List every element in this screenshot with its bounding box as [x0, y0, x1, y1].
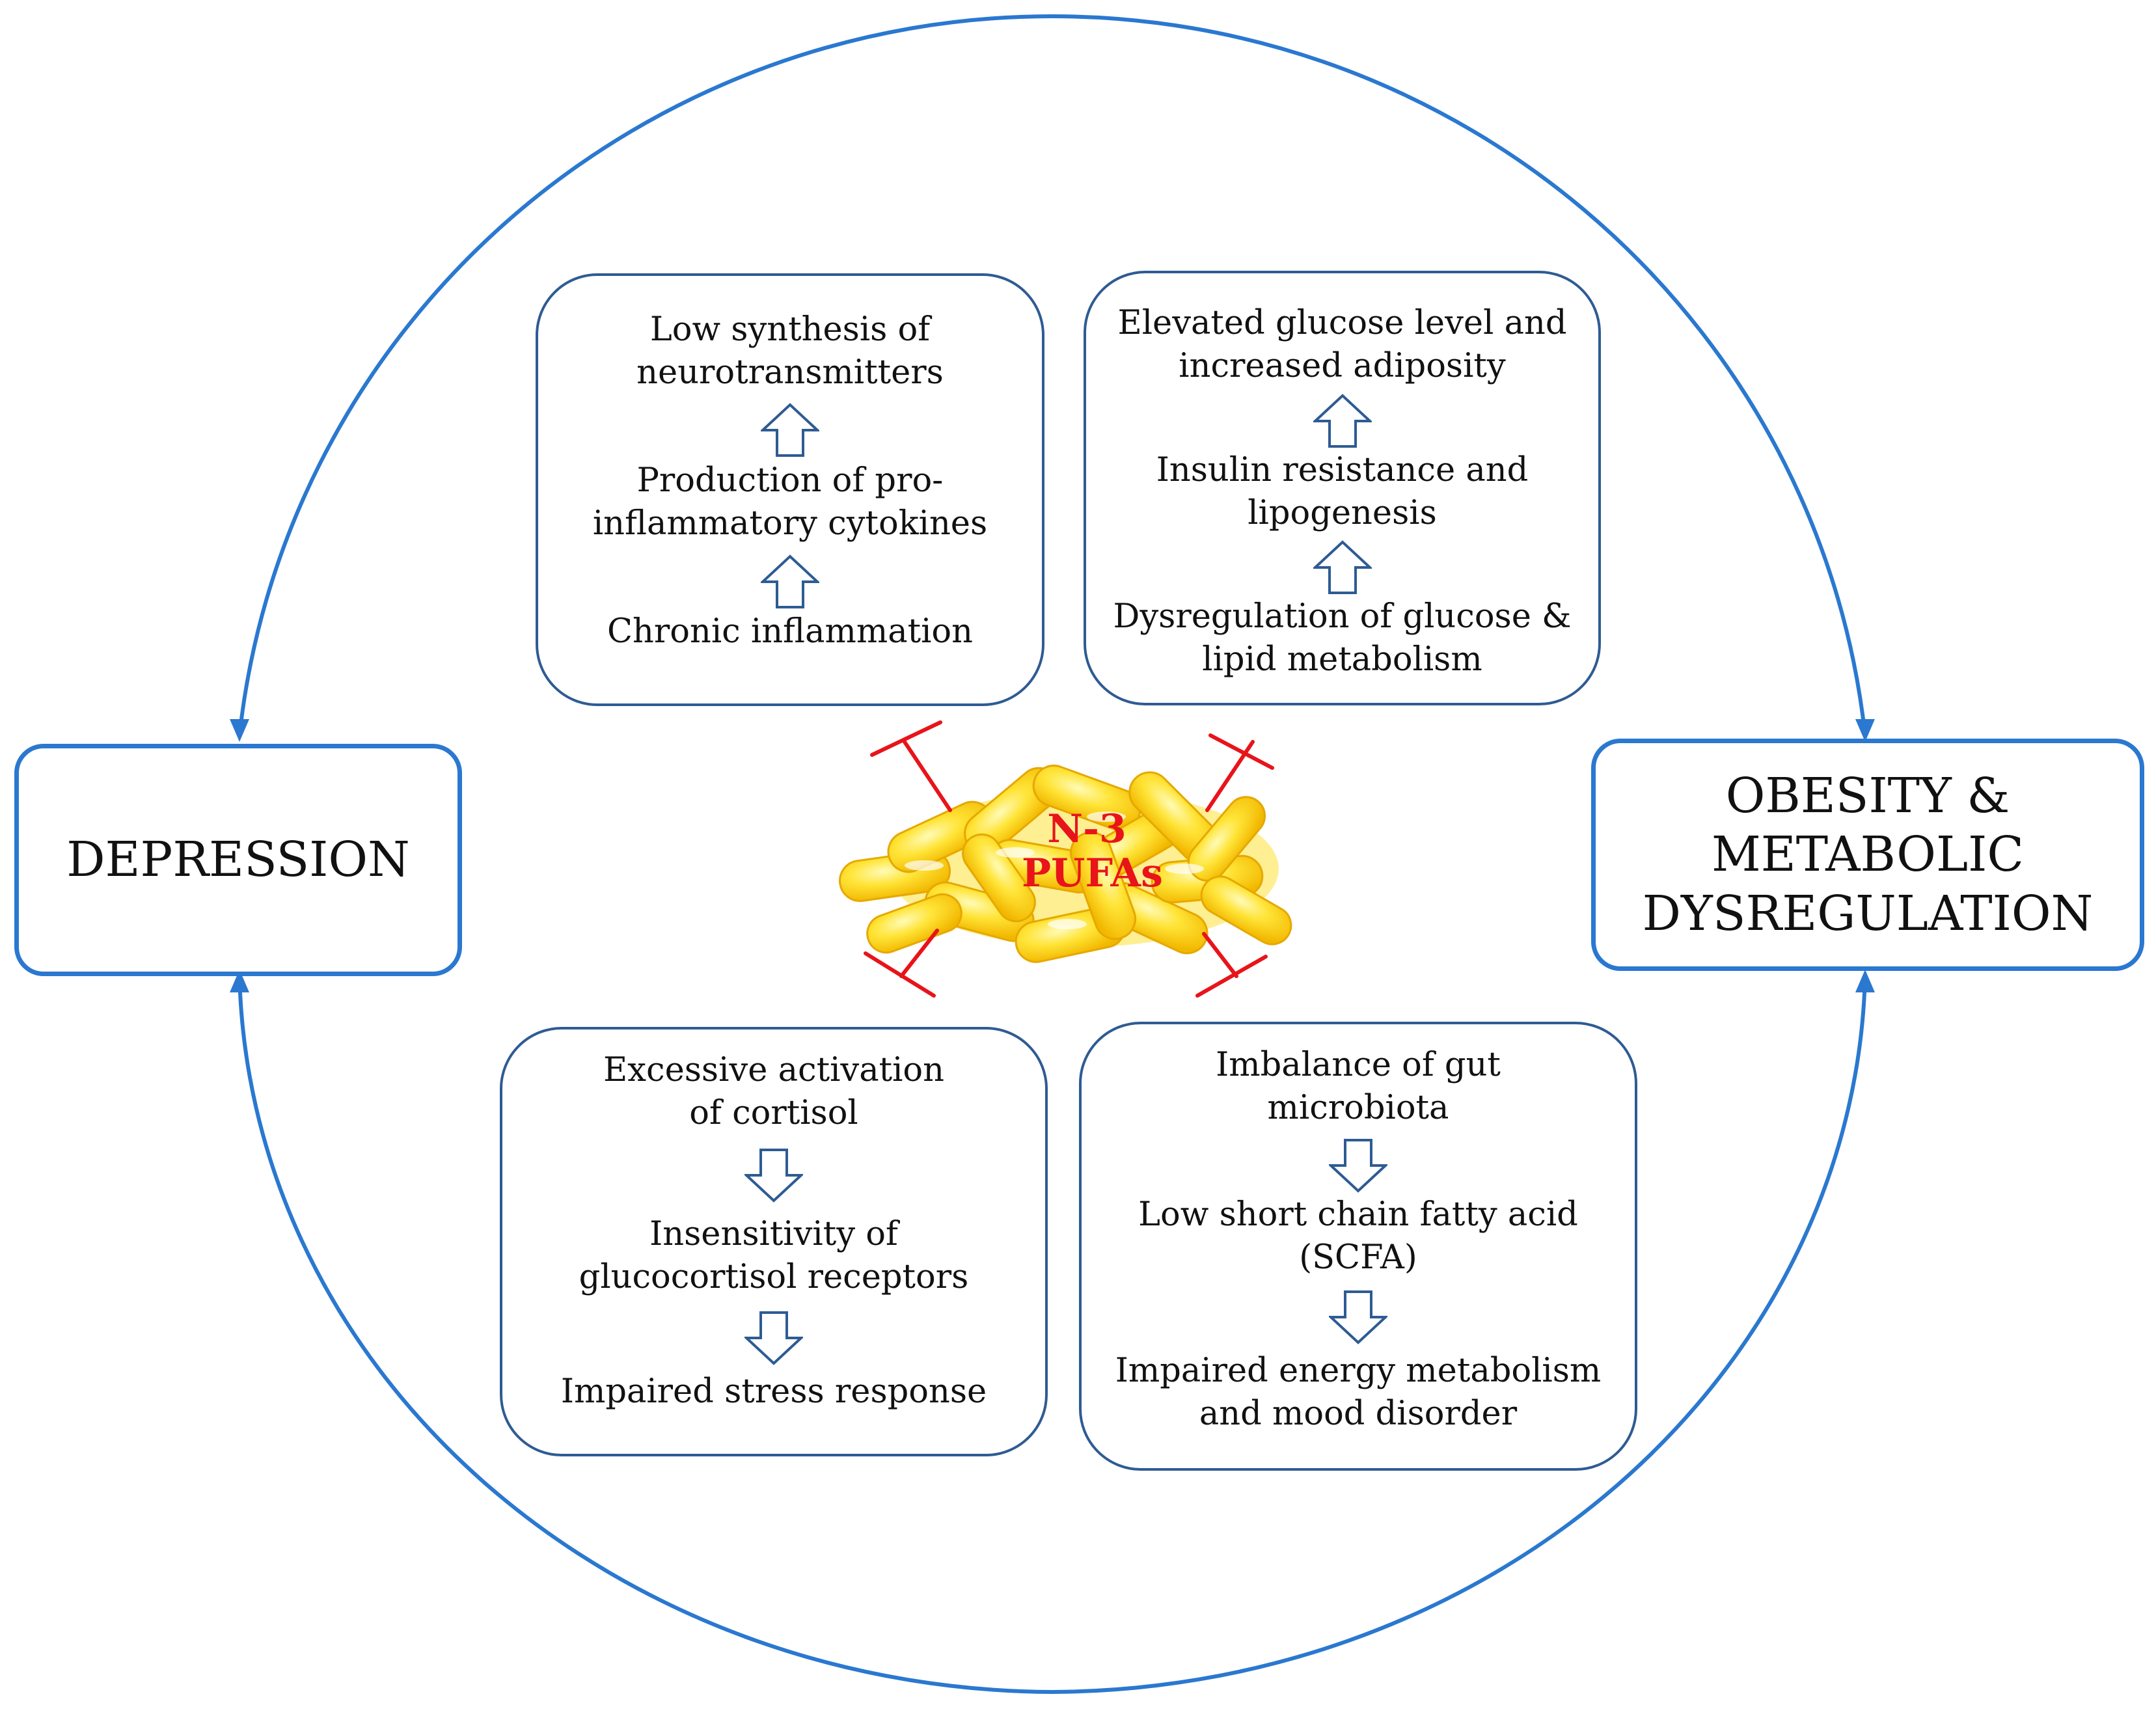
arrowhead-to-depression-bottom	[230, 970, 249, 992]
text-line: of cortisol	[689, 1094, 858, 1132]
text-line: Chronic inflammation	[607, 612, 973, 651]
text-line: inflammatory cytokines	[592, 504, 988, 543]
step-impaired-energy-mood: Impaired energy metabolism and mood diso…	[1082, 1350, 1635, 1436]
obesity-label: OBESITY & METABOLIC DYSREGULATION	[1643, 767, 2094, 943]
text-line: Excessive activation	[603, 1051, 944, 1089]
text-line: Impaired stress response	[560, 1372, 987, 1411]
text-line: Imbalance of gut	[1216, 1046, 1501, 1084]
arrowhead-to-depression-top	[230, 719, 249, 742]
depression-node: DEPRESSION	[14, 744, 462, 976]
text-line: Impaired energy metabolism	[1115, 1352, 1602, 1390]
text-line: Production of pro-	[636, 461, 944, 500]
up-arrow-icon	[1313, 394, 1372, 448]
step-impaired-stress-response: Impaired stress response	[502, 1370, 1045, 1413]
inhibition-marker-top-right	[1205, 733, 1274, 812]
text-line: neurotransmitters	[636, 353, 944, 392]
text-line: Insensitivity of	[649, 1215, 898, 1253]
step-insulin-resistance-lipogenesis: Insulin resistance and lipogenesis	[1086, 449, 1598, 535]
obesity-line-2: METABOLIC	[1712, 826, 2024, 883]
depression-label: DEPRESSION	[66, 832, 410, 888]
text-line: microbiota	[1267, 1089, 1449, 1127]
obesity-line-3: DYSREGULATION	[1642, 885, 2094, 942]
obesity-line-1: OBESITY &	[1725, 768, 2010, 825]
cycle-arrow-bottom-right	[1052, 975, 1867, 1694]
step-low-synthesis-neurotransmitters: Low synthesis of neurotransmitters	[538, 308, 1042, 394]
cycle-arrow-bottom-left	[238, 975, 1053, 1694]
down-arrow-icon	[1329, 1290, 1387, 1344]
pufa-line-2: PUFAs	[1022, 851, 1163, 896]
inhibition-marker-bottom-right	[1195, 932, 1268, 998]
text-line: increased adiposity	[1179, 347, 1506, 385]
inflammation-pathway-box: Low synthesis of neurotransmitters Produ…	[536, 273, 1044, 706]
cortisol-pathway-box: Excessive activation of cortisol Insensi…	[500, 1027, 1048, 1456]
text-line: Dysregulation of glucose &	[1113, 597, 1572, 636]
down-arrow-icon	[744, 1149, 803, 1203]
text-line: Low synthesis of	[649, 310, 931, 349]
text-line: Low short chain fatty acid	[1138, 1195, 1578, 1234]
n3-pufas-label: N-3 PUFAs	[1022, 806, 1163, 896]
up-arrow-icon	[761, 403, 819, 457]
up-arrow-icon	[1313, 540, 1372, 594]
text-line: lipogenesis	[1248, 494, 1437, 532]
cycle-arrow-top-left	[238, 14, 1053, 736]
obesity-metabolic-node: OBESITY & METABOLIC DYSREGULATION	[1591, 739, 2144, 971]
step-low-scfa: Low short chain fatty acid (SCFA)	[1082, 1193, 1635, 1279]
glucose-lipid-pathway-box: Elevated glucose level and increased adi…	[1084, 271, 1601, 705]
step-elevated-glucose-adiposity: Elevated glucose level and increased adi…	[1086, 302, 1598, 388]
arrowhead-to-obesity-top	[1855, 719, 1875, 742]
step-dysregulation-glucose-lipid: Dysregulation of glucose & lipid metabol…	[1086, 595, 1598, 681]
text-line: glucocortisol receptors	[579, 1258, 969, 1296]
fish-oil-capsules-icon	[839, 765, 1292, 963]
text-line: lipid metabolism	[1202, 640, 1482, 679]
down-arrow-icon	[1329, 1139, 1387, 1193]
pufa-line-1: N-3	[1047, 806, 1126, 852]
text-line: (SCFA)	[1299, 1238, 1417, 1277]
down-arrow-icon	[744, 1311, 803, 1365]
step-insensitivity-glucocortisol-receptors: Insensitivity of glucocortisol receptors	[502, 1213, 1045, 1299]
text-line: Insulin resistance and	[1156, 451, 1529, 489]
gut-microbiota-pathway-box: Imbalance of gut microbiota Low short ch…	[1079, 1022, 1637, 1471]
step-excessive-cortisol-activation: Excessive activation of cortisol	[502, 1049, 1045, 1135]
text-line: Elevated glucose level and	[1117, 304, 1567, 342]
text-line: and mood disorder	[1199, 1395, 1518, 1433]
step-production-proinflammatory-cytokines: Production of pro- inflammatory cytokine…	[538, 459, 1042, 545]
step-chronic-inflammation: Chronic inflammation	[538, 610, 1042, 653]
inhibition-marker-bottom-left	[864, 929, 939, 998]
step-imbalance-gut-microbiota: Imbalance of gut microbiota	[1082, 1044, 1635, 1130]
up-arrow-icon	[761, 554, 819, 608]
arrowhead-to-obesity-bottom	[1855, 970, 1875, 992]
cycle-arrow-top-right	[1052, 14, 1867, 736]
inhibition-marker-top-left	[870, 720, 952, 812]
